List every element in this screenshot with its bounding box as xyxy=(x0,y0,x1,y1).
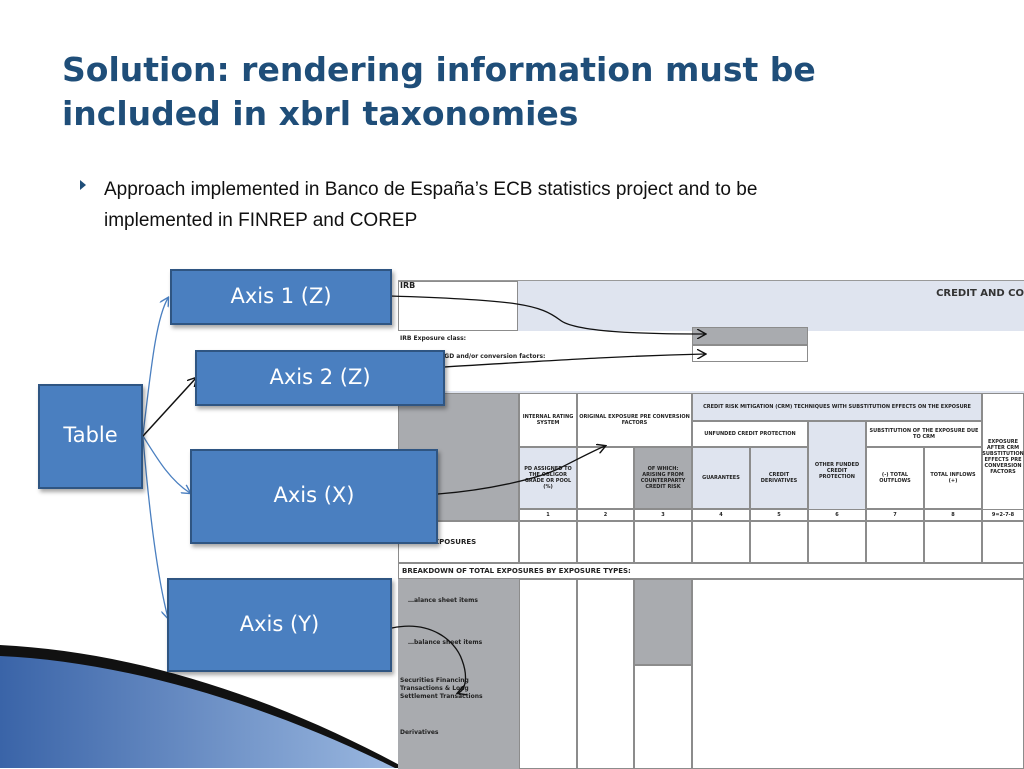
sheet-title: CREDIT AND CO xyxy=(936,288,1024,299)
lgd-select xyxy=(692,345,808,362)
sft-label: Securities Financing Transactions & Long… xyxy=(400,677,483,701)
branch-to-axis-x xyxy=(142,435,190,493)
col-number: 4 xyxy=(692,509,750,521)
data-column xyxy=(519,579,577,769)
branch-to-axis-1 xyxy=(142,298,168,435)
data-column xyxy=(634,665,692,769)
derivatives-label: Derivatives xyxy=(400,729,439,736)
substitution-header: SUBSTITUTION OF THE EXPOSURE DUE TO CRM xyxy=(866,421,982,447)
unfunded-header: UNFUNDED CREDIT PROTECTION xyxy=(692,421,808,447)
original-exposure-blank xyxy=(577,447,634,509)
irb-cell: IRB xyxy=(398,281,518,331)
bullet-text-line-2: implemented in FINREP and COREP xyxy=(104,210,418,231)
axis-1-z-box: Axis 1 (Z) xyxy=(170,269,392,325)
exposure-class-select xyxy=(692,327,808,345)
col-number: 6 xyxy=(808,509,866,521)
axis-2-arrow xyxy=(443,354,705,368)
bullet-text-line-1: Approach implemented in Banco de España’… xyxy=(104,179,758,200)
slide-title-line-2: included in xbrl taxonomies xyxy=(62,94,579,133)
branch-to-axis-y xyxy=(142,437,168,618)
sft-label-line-3: Settlement Transactions xyxy=(400,693,483,700)
irb-exposure-class-label: IRB Exposure class: xyxy=(400,335,467,342)
branch-to-axis-2 xyxy=(142,378,196,437)
credit-derivatives-header: CREDIT DERIVATIVES xyxy=(750,447,808,509)
table-box: Table xyxy=(38,384,143,489)
slide-title-line-1: Solution: rendering information must be xyxy=(62,50,816,89)
irb-label: IRB xyxy=(400,281,416,290)
col-number: 7 xyxy=(866,509,924,521)
other-funded-header: OTHER FUNDED CREDIT PROTECTION xyxy=(808,421,866,521)
total-inflows-header: TOTAL INFLOWS (+) xyxy=(924,447,982,509)
data-cell xyxy=(750,521,808,563)
data-cell xyxy=(924,521,982,563)
data-cell xyxy=(808,521,866,563)
col-number: 1 xyxy=(519,509,577,521)
data-column xyxy=(577,579,634,769)
crm-header: CREDIT RISK MITIGATION (CRM) TECHNIQUES … xyxy=(692,393,982,421)
guarantees-header: GUARANTEES xyxy=(692,447,750,509)
triangle-bullet-icon xyxy=(80,180,86,190)
col-number: 3 xyxy=(634,509,692,521)
lgd-label: …ators of LGD and/or conversion factors: xyxy=(406,353,546,360)
col-number: 2 xyxy=(577,509,634,521)
data-cell xyxy=(692,521,750,563)
exposure-after-header: EXPOSURE AFTER CRM SUBSTITUTION EFFECTS … xyxy=(982,393,1024,521)
axis-y-box: Axis (Y) xyxy=(167,578,392,672)
col-number: 5 xyxy=(750,509,808,521)
bullet-text: Approach implemented in Banco de España’… xyxy=(104,174,934,236)
greyed-data-cell xyxy=(634,579,692,665)
off-balance-label: …balance sheet items xyxy=(408,639,483,646)
data-cell xyxy=(634,521,692,563)
total-outflows-header: (-) TOTAL OUTFLOWS xyxy=(866,447,924,509)
axis-2-z-box: Axis 2 (Z) xyxy=(195,350,445,406)
data-block xyxy=(692,579,1024,769)
spreadsheet-template: IRB CREDIT AND CO IRB Exposure class: …a… xyxy=(398,280,1024,769)
pd-assigned-header: PD ASSIGNED TO THE OBLIGOR GRADE OR POOL… xyxy=(519,447,577,509)
of-which-header: OF WHICH: ARISING FROM COUNTERPARTY CRED… xyxy=(634,447,692,509)
data-cell xyxy=(577,521,634,563)
on-balance-label: …alance sheet items xyxy=(408,597,478,604)
data-cell xyxy=(519,521,577,563)
axis-y-arrow xyxy=(391,625,465,693)
axis-1-arrow xyxy=(389,295,705,334)
col-number: 8 xyxy=(924,509,982,521)
sft-label-line-2: Transactions & Long xyxy=(400,685,469,692)
internal-rating-header: INTERNAL RATING SYSTEM xyxy=(519,393,577,447)
data-cell xyxy=(866,521,924,563)
sft-label-line-1: Securities Financing xyxy=(400,677,469,684)
original-exposure-header: ORIGINAL EXPOSURE PRE CONVERSION FACTORS xyxy=(577,393,692,447)
axis-x-box: Axis (X) xyxy=(190,449,438,544)
row-label-column xyxy=(398,579,519,769)
axis-x-arrow xyxy=(437,446,605,495)
slide-title: Solution: rendering information must be … xyxy=(62,48,962,136)
